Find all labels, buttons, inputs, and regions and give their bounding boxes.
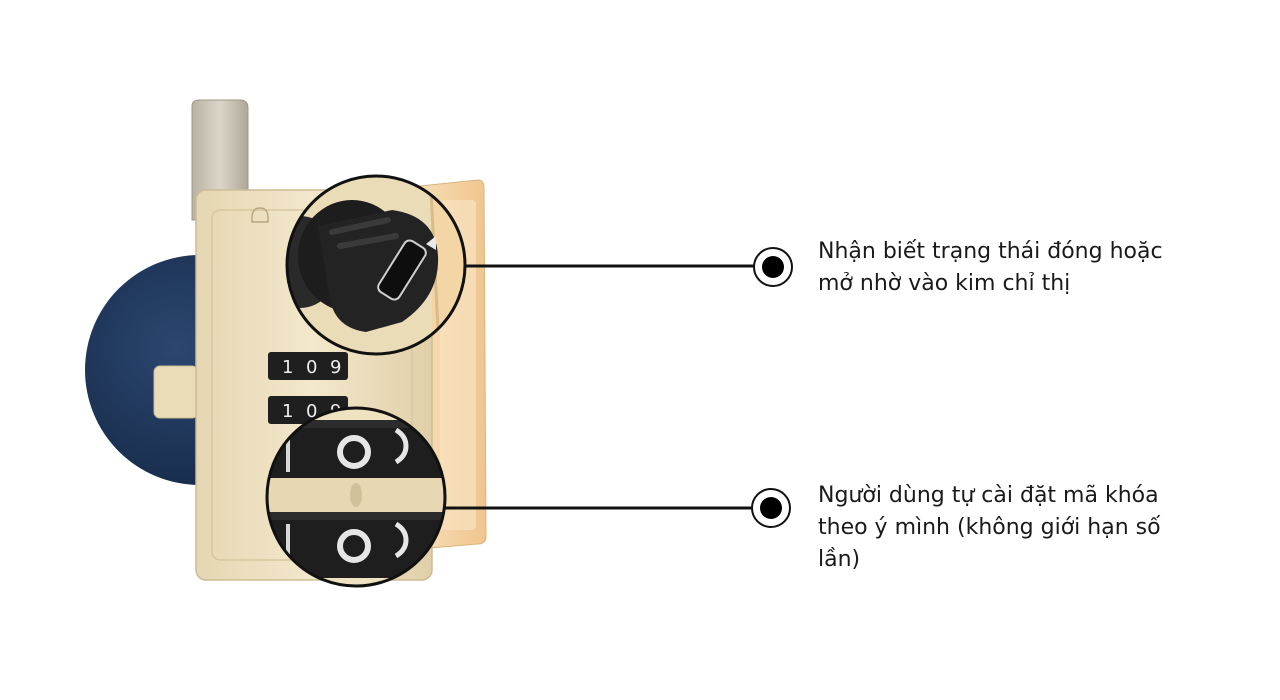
svg-text:0: 0 <box>306 357 317 378</box>
callout-1-text: Nhận biết trạng thái đóng hoặc mở nhờ và… <box>818 236 1178 300</box>
svg-text:9: 9 <box>330 357 341 378</box>
callout-2-label: Người dùng tự cài đặt mã khóa theo ý mìn… <box>818 483 1161 572</box>
svg-text:1: 1 <box>282 357 293 378</box>
callout-2-connector <box>445 488 791 528</box>
knob-icon <box>298 200 439 332</box>
callout-1-connector <box>465 247 793 287</box>
svg-text:0: 0 <box>306 401 317 422</box>
magnifier-dials <box>265 406 447 588</box>
small-dial-row-1: 1 0 9 <box>268 352 348 380</box>
callout-1-label: Nhận biết trạng thái đóng hoặc mở nhờ và… <box>818 239 1163 296</box>
callout-2-text: Người dùng tự cài đặt mã khóa theo ý mìn… <box>818 480 1178 576</box>
bolt-stub <box>153 365 199 419</box>
svg-text:1: 1 <box>282 401 293 422</box>
magnifier-knob <box>285 174 467 356</box>
